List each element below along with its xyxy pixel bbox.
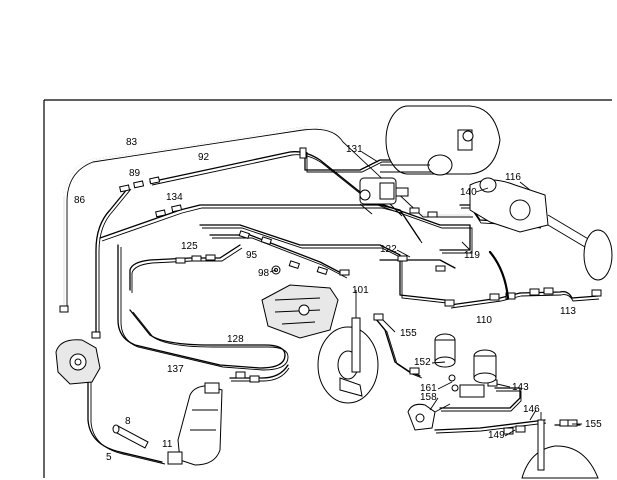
callout-113: 113 [560,306,576,317]
callout-leaders [269,151,582,437]
callout-158: 158 [420,392,437,403]
rear-right-disc [521,412,599,479]
callout-98: 98 [258,268,270,279]
callout-146: 146 [523,404,540,415]
callout-119: 119 [464,250,480,261]
callout-101: 101 [352,285,369,296]
callout-152: 152 [414,357,431,368]
callout-89: 89 [129,168,141,179]
callout-128: 128 [227,334,244,345]
callout-155-rear: 155 [585,419,602,430]
hose-piece [112,424,149,449]
callout-143: 143 [512,382,529,393]
callout-labels: 83 89 92 131 86 134 140 116 125 122 95 1… [74,137,602,463]
callout-116: 116 [505,172,521,183]
callout-83: 83 [126,137,138,148]
callout-134: 134 [166,192,183,203]
engine-mount-block [261,284,339,339]
callout-11: 11 [162,439,173,450]
callout-122: 122 [380,244,397,255]
callout-86: 86 [74,195,86,206]
callout-149: 149 [488,430,505,441]
callout-5: 5 [106,452,112,463]
callout-110: 110 [476,315,492,326]
callout-95: 95 [246,250,258,261]
callout-137: 137 [167,364,184,375]
callout-155-front: 155 [400,328,417,339]
brake-booster [380,105,501,176]
callout-131: 131 [346,144,363,155]
callout-125: 125 [181,241,198,252]
wheel-cylinders [434,333,497,398]
callout-92: 92 [198,152,210,163]
rear-brake-hose [488,250,510,300]
diagram-frame [43,99,612,478]
callout-161: 161 [420,383,437,394]
master-cylinder [359,177,409,217]
fluid-reservoir [167,382,223,466]
rear-axle [469,177,613,281]
callout-8: 8 [125,416,131,427]
pipe-fittings [59,147,602,435]
front-right-hub [407,403,451,431]
front-brake-disc [317,290,379,404]
callout-140: 140 [460,187,477,198]
abs-accumulator [55,339,101,385]
